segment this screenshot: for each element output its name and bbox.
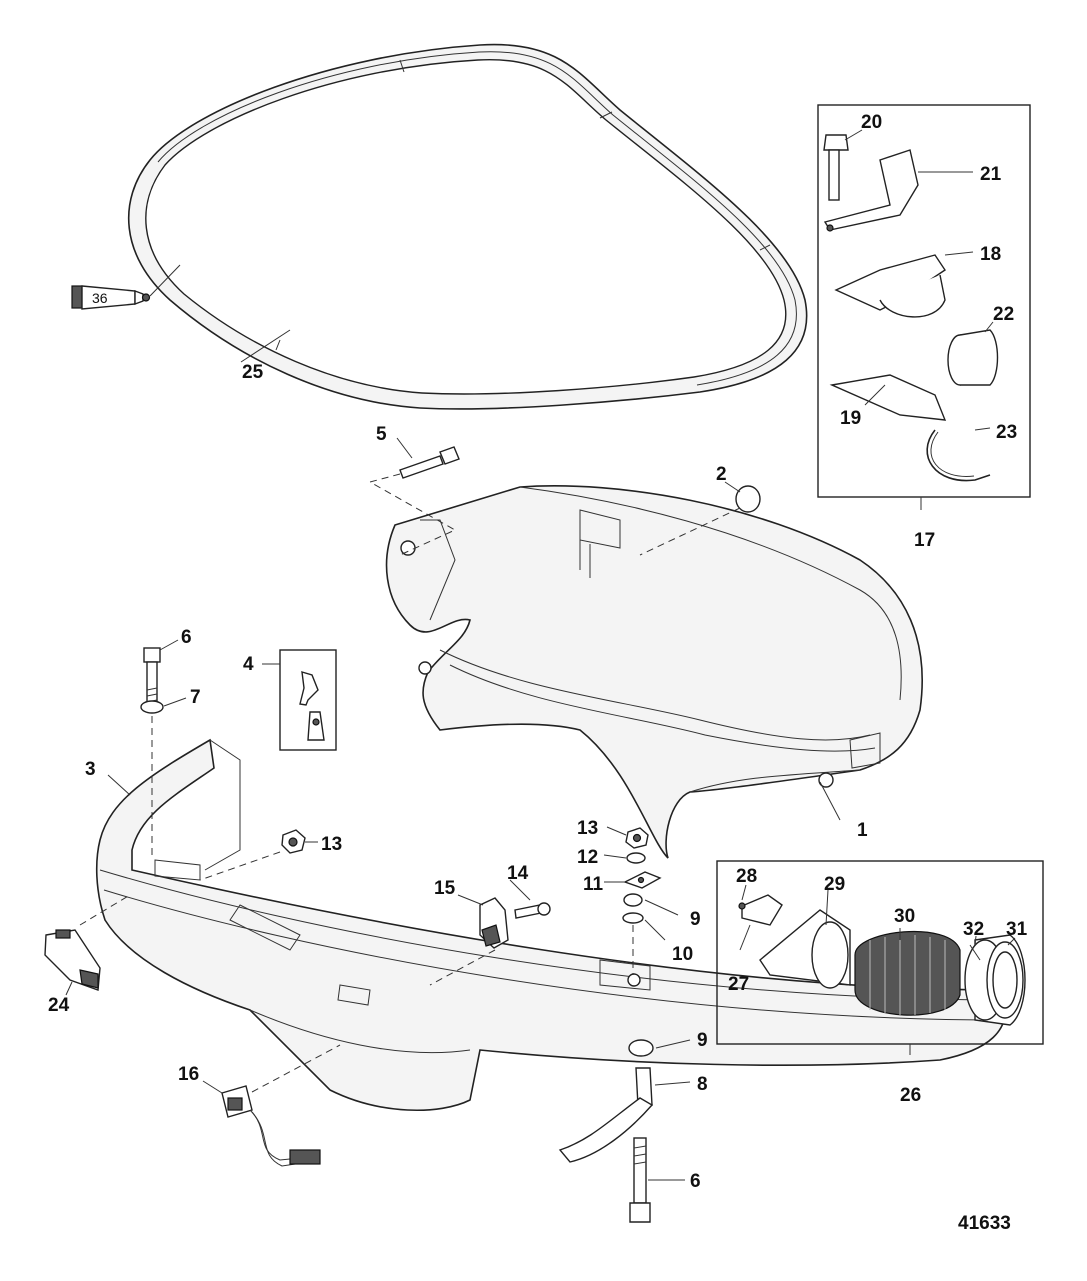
figure-number: 41633: [958, 1213, 1011, 1234]
bracket-27: [741, 894, 783, 926]
duct-18: [834, 254, 946, 318]
hose-30: [854, 930, 961, 1016]
callout-4: 4: [243, 654, 254, 675]
callout-24: 24: [48, 995, 70, 1016]
washer-12: [626, 852, 646, 864]
fitting-31: [964, 934, 1026, 1026]
callout-18: 18: [980, 244, 1001, 265]
callout-14: 14: [507, 863, 529, 884]
steering-handle-8: [558, 1067, 654, 1163]
sleeve-22: [947, 329, 999, 386]
callout-13-left: 13: [321, 834, 342, 855]
sealant-tube-label: 36: [92, 290, 108, 306]
callout-6-top: 6: [181, 627, 192, 648]
grommet-9-lower: [628, 1039, 654, 1057]
nut-13-right: [625, 827, 649, 849]
callout-3: 3: [85, 759, 96, 780]
screw-14: [514, 902, 551, 919]
callout-19: 19: [840, 408, 861, 429]
callout-28: 28: [736, 866, 757, 887]
callout-20: 20: [861, 112, 882, 133]
callout-11: 11: [583, 874, 604, 895]
callout-30: 30: [894, 906, 915, 927]
callout-12: 12: [577, 847, 598, 868]
callout-29: 29: [824, 874, 845, 895]
callout-23: 23: [996, 422, 1017, 443]
kit-17-box: [817, 104, 1031, 498]
latch-kit-4: [279, 649, 337, 751]
bottom-cowl: [95, 738, 1007, 1112]
callout-10: 10: [672, 944, 693, 965]
callout-26: 26: [900, 1085, 921, 1106]
bolt-6-bottom: [629, 1137, 651, 1223]
callout-22: 22: [993, 304, 1014, 325]
callout-9-lower: 9: [697, 1030, 708, 1051]
callout-15: 15: [434, 878, 456, 899]
callout-17: 17: [914, 530, 935, 551]
screw-28: [738, 902, 746, 910]
nut-13-left: [281, 829, 306, 854]
callout-27: 27: [728, 974, 749, 995]
callout-6-bottom: 6: [690, 1171, 701, 1192]
plug: [735, 485, 761, 513]
bracket-15: [479, 897, 509, 949]
washer-10: [622, 912, 644, 924]
duct-19: [829, 374, 947, 421]
seal-ring: [127, 43, 808, 410]
switch-16: [221, 1085, 321, 1167]
callout-16: 16: [178, 1064, 199, 1085]
clamp-23: [926, 429, 991, 482]
bolt-20: [823, 134, 849, 201]
kit-26-box: [716, 860, 1044, 1045]
callout-32: 32: [963, 919, 984, 940]
callout-31: 31: [1006, 919, 1028, 940]
callout-9-upper: 9: [690, 909, 701, 930]
callout-21: 21: [980, 164, 1002, 185]
top-cowl: [385, 485, 923, 859]
callout-7: 7: [190, 687, 201, 708]
callout-1: 1: [857, 820, 868, 841]
screw-32: [969, 944, 981, 961]
duct-29: [759, 909, 851, 989]
front-latch: [44, 929, 101, 991]
grommet-9: [623, 893, 643, 907]
screw-5: [399, 446, 460, 479]
callout-8: 8: [697, 1074, 708, 1095]
bracket-21: [823, 149, 919, 232]
washer-7: [140, 700, 164, 714]
sealant-tube: 36: [71, 285, 151, 310]
callout-2: 2: [716, 464, 727, 485]
callout-13-right: 13: [577, 818, 598, 839]
callout-25: 25: [242, 362, 264, 383]
callout-5: 5: [376, 424, 387, 445]
